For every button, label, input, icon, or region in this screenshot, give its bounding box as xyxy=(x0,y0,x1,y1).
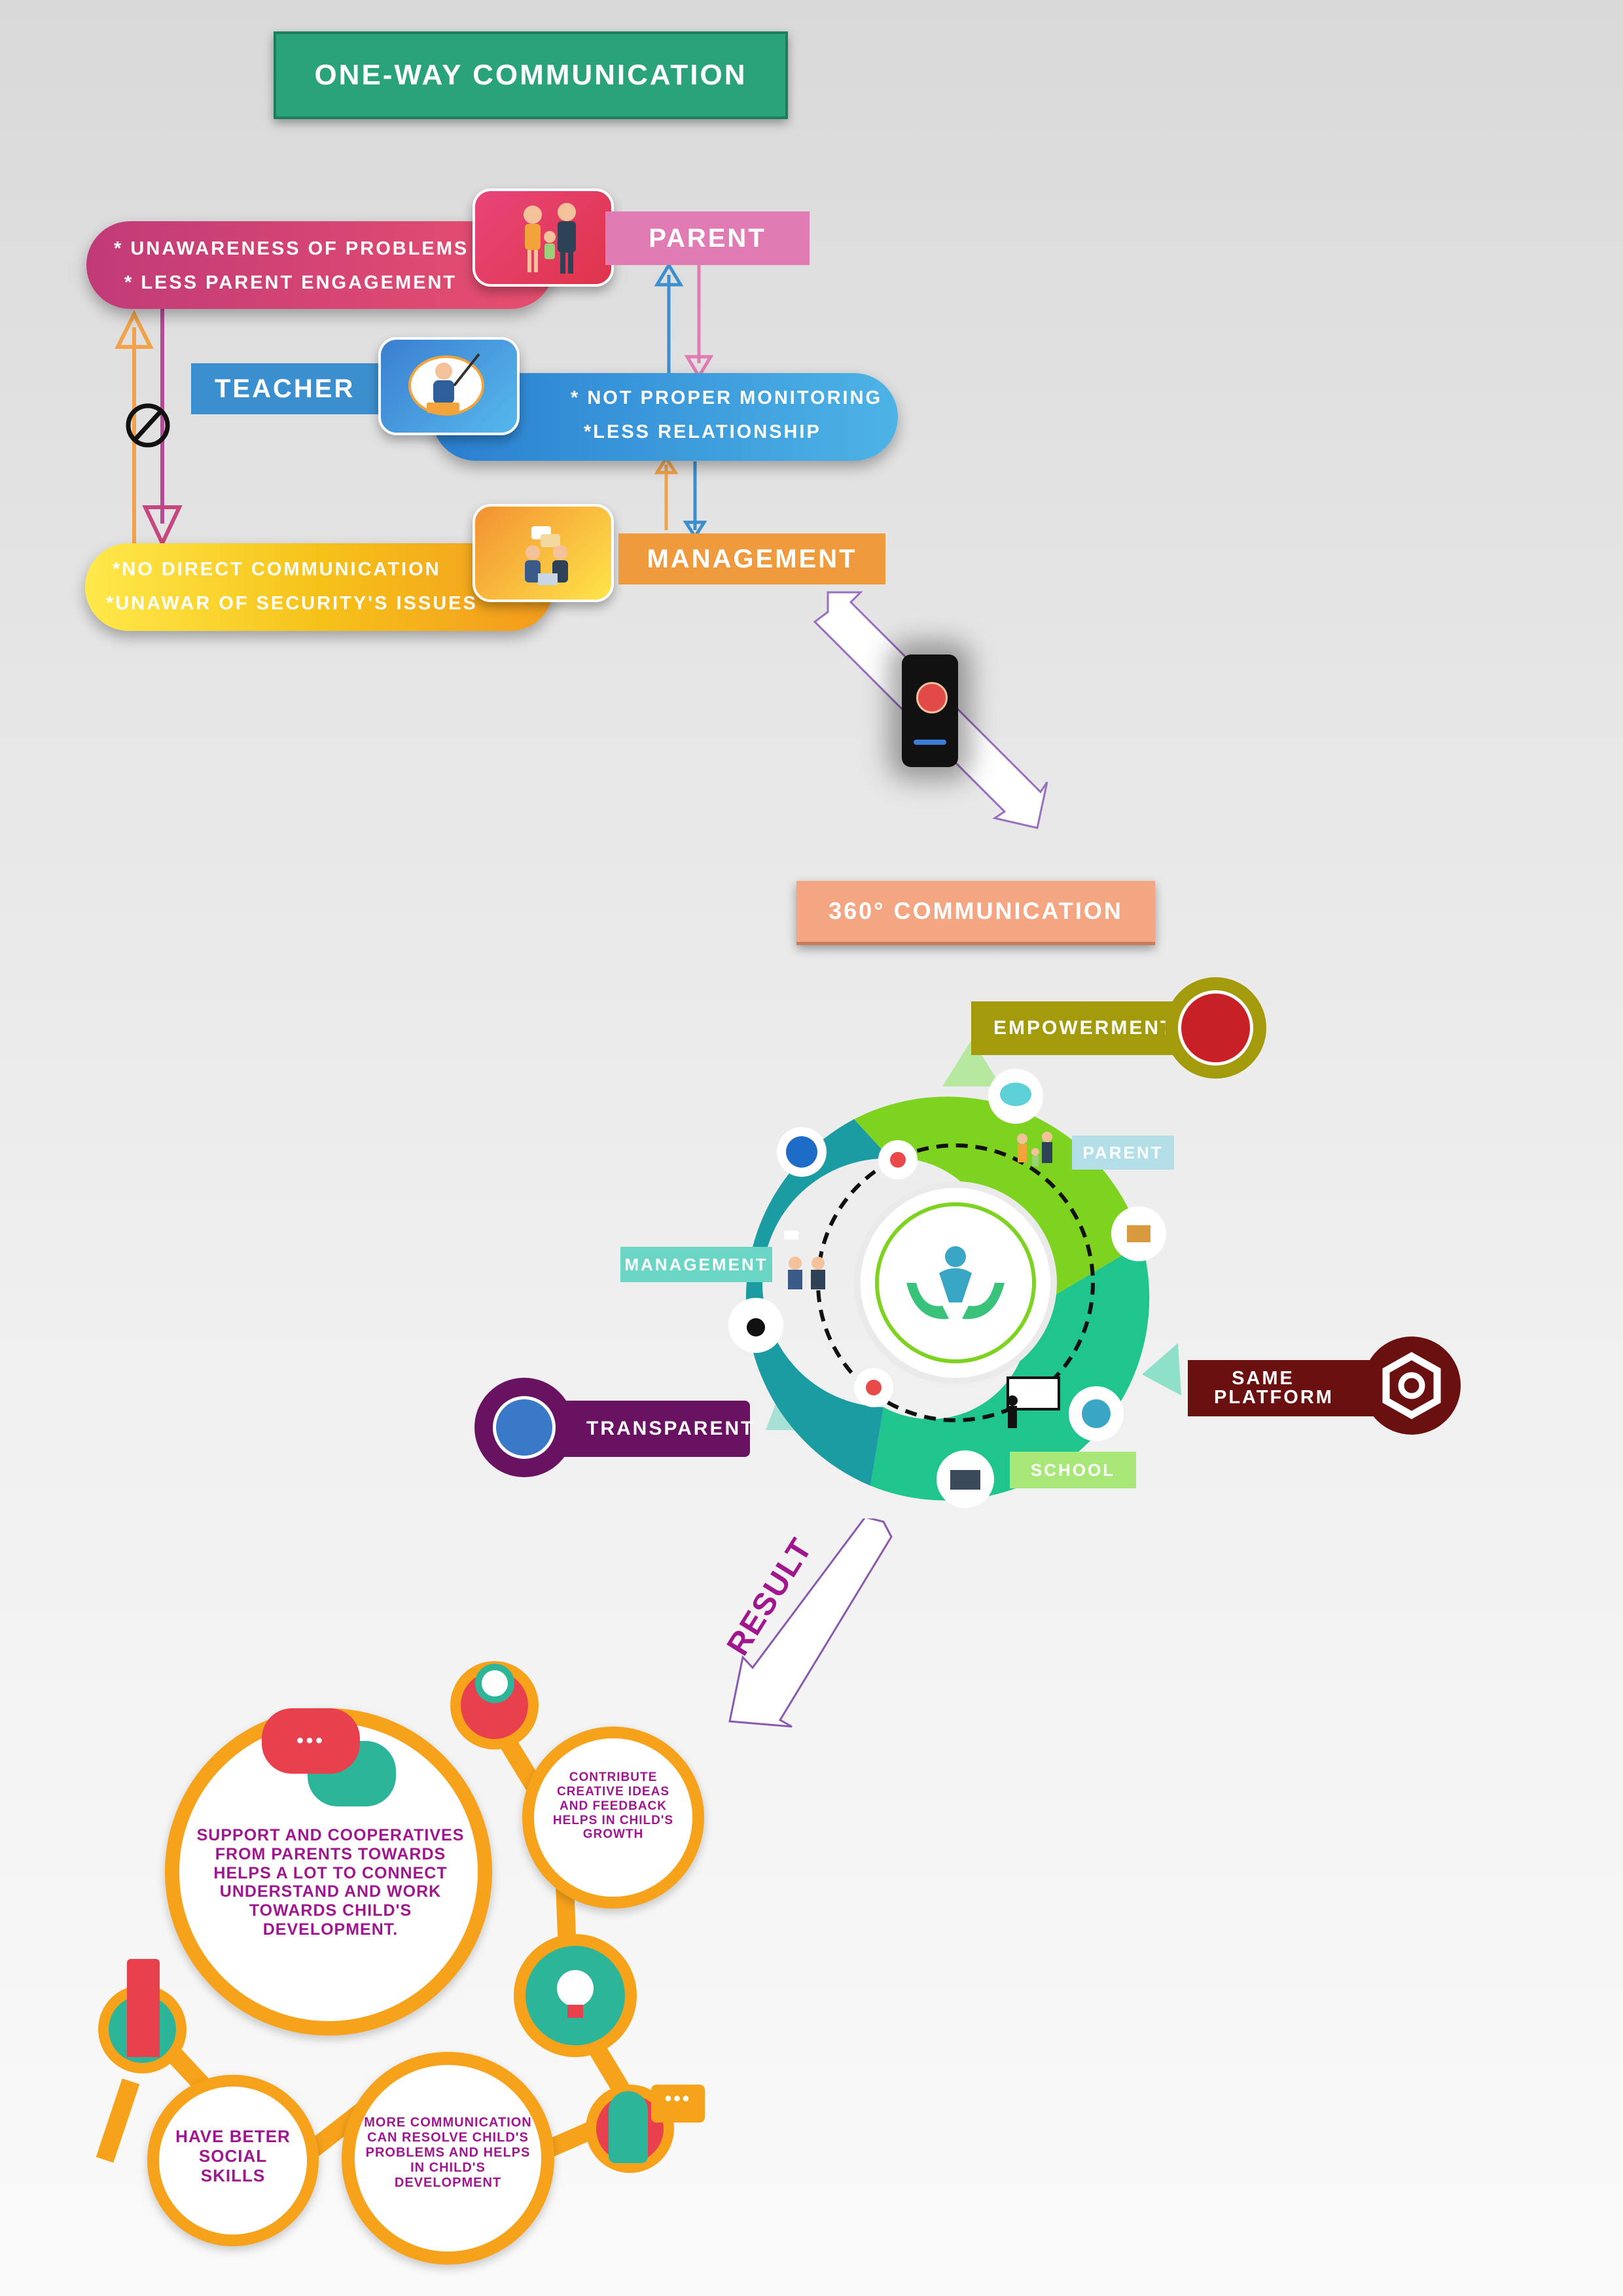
pencil-icon xyxy=(127,1959,160,2057)
parent-label-box: PARENT xyxy=(605,211,810,265)
teacher-label: TEACHER xyxy=(215,374,355,403)
family-icon xyxy=(524,203,576,274)
management-label: MANAGEMENT xyxy=(647,545,857,573)
meeting-icon xyxy=(525,526,568,585)
cycle-parent-label: PARENT xyxy=(1082,1143,1164,1162)
cycle-management-label-box: MANAGEMENT xyxy=(620,1247,772,1282)
one-way-title: ONE-WAY COMMUNICATION xyxy=(274,31,788,119)
hands-circle-icon xyxy=(1178,990,1253,1066)
same-platform-label: SAME PLATFORM xyxy=(1214,1368,1334,1408)
cycle-arrowhead-top xyxy=(942,1039,1001,1086)
cycle-management-label: MANAGEMENT xyxy=(624,1255,768,1274)
one-way-title-text: ONE-WAY COMMUNICATION xyxy=(314,59,747,91)
eye-magnifier-icon xyxy=(493,1396,556,1459)
magnifier-icon xyxy=(475,1664,514,1703)
person-icon xyxy=(609,2091,648,2163)
chat-dots-icon: ••• xyxy=(651,2085,705,2123)
teacher-issue-1: * NOT PROPER MONITORING xyxy=(571,387,883,408)
smartphone-icon xyxy=(902,655,958,767)
three-sixty-title: 360° COMMUNICATION xyxy=(796,881,1155,945)
cycle-school-label-box: SCHOOL xyxy=(1010,1452,1136,1488)
speech-bubbles-icon: ••• xyxy=(262,1708,396,1816)
management-figures-icon xyxy=(784,1230,825,1289)
cycle-teal-segment xyxy=(745,1119,890,1486)
lightbulb-icon-circle xyxy=(514,1934,637,2057)
management-label-box: MANAGEMENT xyxy=(618,533,885,584)
teacher-icon-box xyxy=(378,337,520,435)
teacher-icon xyxy=(408,353,484,416)
cycle-arrowhead-right xyxy=(1142,1343,1181,1395)
lightbulb-icon xyxy=(557,1970,594,2007)
result-social-text: HAVE BETER SOCIAL SKILLS xyxy=(175,2126,291,2185)
transparent-label: TRANSPARENT xyxy=(586,1418,755,1439)
teacher-issue-2: *LESS RELATIONSHIP xyxy=(584,422,821,442)
result-contribute-text: CONTRIBUTE CREATIVE IDEAS AND FEEDBACK H… xyxy=(552,1770,674,1842)
cycle-parent-label-box: PARENT xyxy=(1072,1136,1174,1170)
same-platform-label-box: SAME PLATFORM xyxy=(1188,1360,1397,1416)
management-issue-1: *NO DIRECT COMMUNICATION xyxy=(113,559,441,580)
result-arrow xyxy=(728,1518,893,1728)
teacher-board-icon xyxy=(1007,1376,1060,1428)
parent-issue-2: * LESS PARENT ENGAGEMENT xyxy=(124,272,457,293)
management-icon-box xyxy=(473,504,614,602)
pencil-icon-circle xyxy=(98,1959,187,2073)
management-issue-2: *UNAWAR OF SECURITY'S ISSUES xyxy=(106,593,478,614)
teacher-label-box: TEACHER xyxy=(191,363,387,414)
cycle-diagram xyxy=(728,1039,1181,1508)
transparent-icon-circle xyxy=(474,1378,574,1477)
hexagon-logo-icon xyxy=(1382,1352,1441,1420)
same-platform-icon-circle xyxy=(1363,1336,1461,1435)
cycle-school-label: SCHOOL xyxy=(1030,1460,1116,1480)
parent-label: PARENT xyxy=(649,224,766,253)
parent-figures-icon xyxy=(1017,1132,1052,1166)
hands-logo-icon xyxy=(906,1246,1005,1319)
result-more-text: MORE COMMUNICATION CAN RESOLVE CHILD'S P… xyxy=(364,2115,532,2190)
empowerment-label: EMPOWERMENT xyxy=(993,1017,1175,1039)
result-main-text: SUPPORT AND COOPERATIVES FROM PARENTS TO… xyxy=(196,1826,465,1939)
no-entry-icon xyxy=(126,403,170,448)
parent-issue-1: * UNAWARENESS OF PROBLEMS xyxy=(114,238,469,259)
parent-icon-box xyxy=(473,188,614,287)
person-chat-icon-circle: ••• xyxy=(586,2085,705,2173)
three-sixty-title-text: 360° COMMUNICATION xyxy=(829,897,1123,924)
empowerment-icon-circle xyxy=(1165,977,1266,1079)
cycle-emerald-segment xyxy=(870,1244,1150,1501)
magnifier-icon-circle xyxy=(450,1661,539,1749)
